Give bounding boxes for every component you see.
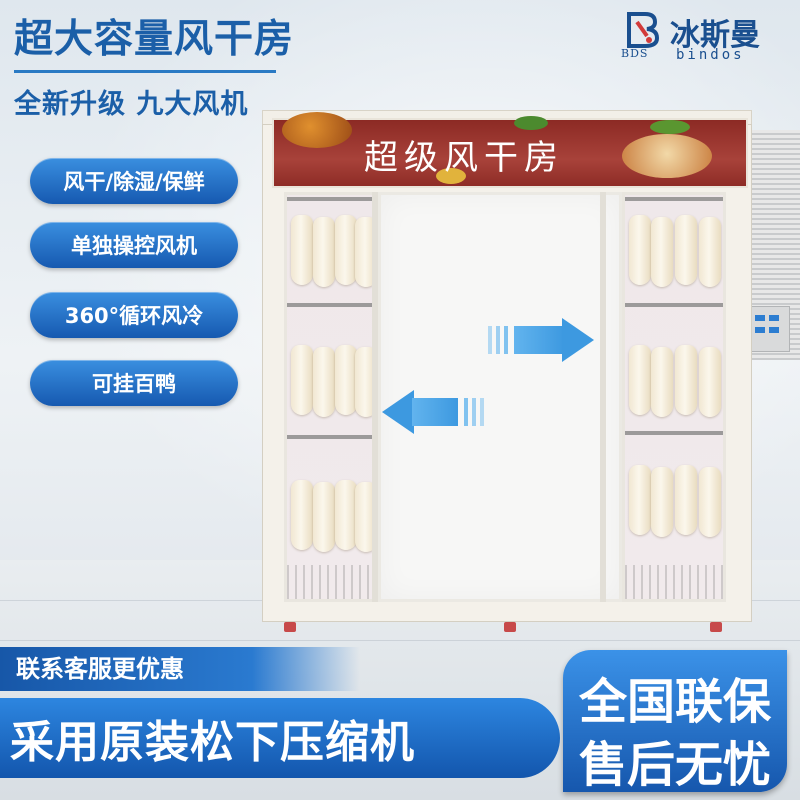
dish-plate-image: [622, 134, 712, 178]
arrow-head: [562, 318, 594, 362]
contact-ribbon: 联系客服更优惠: [0, 647, 360, 691]
door-edge: [372, 192, 378, 602]
hanging-duck: [355, 482, 373, 552]
logo-mark-text: BDS: [621, 47, 649, 60]
arrow-stripe: [480, 398, 484, 426]
herb-garnish-image: [514, 116, 548, 130]
feature-pill-circulation: 360°循环风冷: [30, 292, 238, 338]
control-display: [769, 315, 779, 321]
hanging-duck: [629, 345, 651, 415]
arrow-stripe: [504, 326, 508, 354]
arrow-head: [382, 390, 414, 434]
hanging-duck: [699, 467, 721, 537]
arrow-stripe: [472, 398, 476, 426]
main-title: 超大容量风干房: [14, 17, 295, 62]
arrow-stripe: [496, 326, 500, 354]
roast-duck-image: [282, 112, 352, 148]
cabinet-caster: [284, 622, 296, 632]
sub-title: 全新升级 九大风机: [14, 89, 249, 120]
hanging-duck: [313, 217, 335, 287]
compressor-ribbon: 采用原装松下压缩机: [0, 698, 560, 778]
hanging-duck: [335, 215, 357, 285]
hanging-rack: [287, 303, 373, 307]
brand-name-cn: 冰斯曼: [670, 18, 760, 53]
hanging-duck: [335, 345, 357, 415]
control-display: [755, 315, 765, 321]
right-glass-compartment: [622, 192, 726, 602]
feature-pill-fan-control: 单独操控风机: [30, 222, 238, 268]
hanging-duck: [651, 467, 673, 537]
control-panel: [748, 306, 790, 352]
hanging-rack: [625, 197, 723, 201]
feature-pill-capacity: 可挂百鸭: [30, 360, 238, 406]
hanging-duck: [651, 347, 673, 417]
title-underline: [14, 70, 276, 73]
hanging-duck: [355, 347, 373, 417]
cabinet-caster: [504, 622, 516, 632]
hanging-rack: [625, 303, 723, 307]
hanging-rack: [287, 435, 373, 439]
garnish-image: [436, 168, 466, 184]
hanging-duck: [651, 217, 673, 287]
arrow-shaft: [514, 326, 564, 354]
hanging-duck: [291, 215, 313, 285]
left-glass-compartment: [284, 192, 376, 602]
feature-pill-drying: 风干/除湿/保鲜: [30, 158, 238, 204]
hanging-rack: [625, 431, 723, 435]
sliding-door[interactable]: [378, 192, 622, 602]
hanging-duck: [313, 347, 335, 417]
hanging-duck: [313, 482, 335, 552]
brand-name-en: bindos: [676, 47, 745, 63]
arrow-shaft: [412, 398, 458, 426]
arrow-stripe: [488, 326, 492, 354]
herb-garnish-image: [650, 120, 690, 134]
floor-line: [0, 640, 800, 641]
hanging-duck: [291, 480, 313, 550]
hanging-duck: [629, 465, 651, 535]
hanging-duck: [335, 480, 357, 550]
hanging-duck: [699, 217, 721, 287]
hanging-duck: [629, 215, 651, 285]
warranty-line-2: 售后无忧: [578, 737, 771, 793]
hanging-duck: [675, 465, 697, 535]
hanging-duck: [291, 345, 313, 415]
hanging-duck: [675, 345, 697, 415]
hanging-rack: [287, 197, 373, 201]
warranty-line-1: 全国联保: [578, 674, 771, 730]
hanging-duck: [355, 217, 373, 287]
door-edge: [600, 192, 606, 602]
bottom-rack: [625, 565, 723, 599]
arrow-stripe: [464, 398, 468, 426]
hanging-duck: [675, 215, 697, 285]
warranty-badge: 全国联保 售后无忧: [563, 650, 787, 793]
control-display: [755, 327, 765, 333]
control-display: [769, 327, 779, 333]
cabinet-caster: [710, 622, 722, 632]
bottom-rack: [287, 565, 373, 599]
bds-logo-icon: [627, 12, 660, 48]
hanging-duck: [699, 347, 721, 417]
banner-title: 超级风干房: [364, 138, 564, 178]
